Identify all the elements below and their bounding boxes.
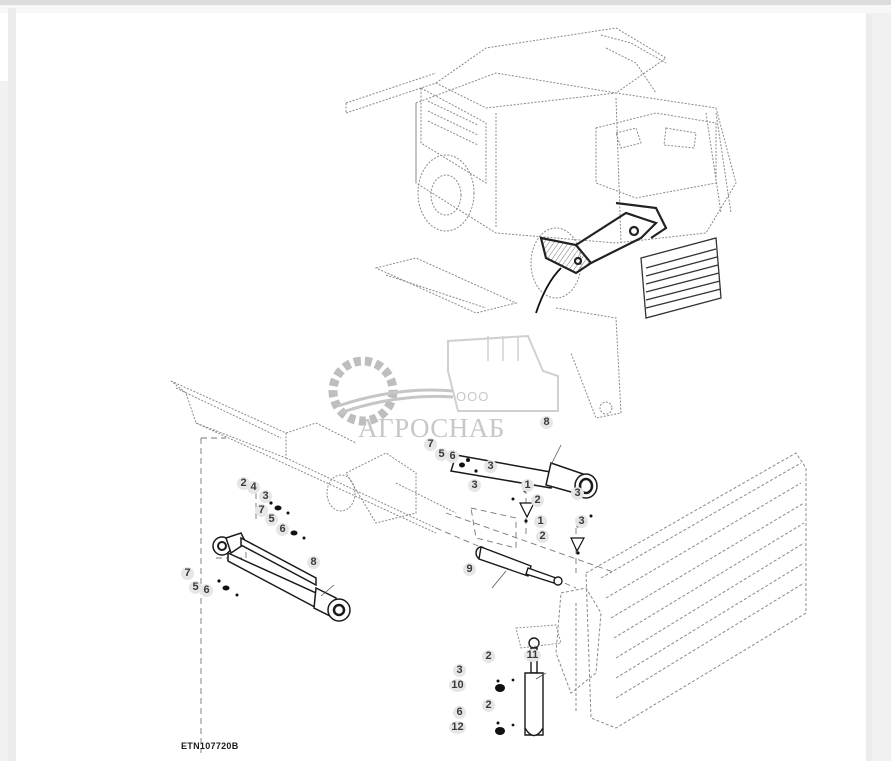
callout-7[interactable]: 7	[255, 504, 268, 517]
callout-7[interactable]: 7	[181, 567, 194, 580]
viewer-top-strip	[0, 5, 891, 13]
callout-7[interactable]: 7	[424, 438, 437, 451]
viewer-scrollbar[interactable]	[866, 14, 872, 761]
callout-2[interactable]: 2	[482, 699, 495, 712]
callout-6[interactable]: 6	[276, 523, 289, 536]
viewer-left-gutter	[8, 8, 16, 761]
callout-12[interactable]: 12	[449, 721, 466, 734]
feeder-house-frame	[170, 307, 622, 534]
callout-2[interactable]: 2	[531, 494, 544, 507]
callout-6[interactable]: 6	[446, 450, 459, 463]
callout-3[interactable]: 3	[259, 490, 272, 503]
combine-harvester-illustration	[345, 27, 737, 314]
callout-8[interactable]: 8	[307, 556, 320, 569]
callout-leaders	[320, 444, 562, 680]
callout-1[interactable]: 1	[534, 515, 547, 528]
callout-5[interactable]: 5	[265, 513, 278, 526]
fastener-hardware	[217, 458, 593, 735]
callout-8[interactable]: 8	[540, 416, 553, 429]
grease-fittings	[519, 502, 586, 553]
callout-6[interactable]: 6	[453, 706, 466, 719]
callout-3[interactable]: 3	[484, 460, 497, 473]
callout-3[interactable]: 3	[575, 515, 588, 528]
assembly-guide-lines	[200, 437, 617, 753]
callout-2[interactable]: 2	[536, 530, 549, 543]
callout-3[interactable]: 3	[571, 487, 584, 500]
callout-2[interactable]: 2	[482, 650, 495, 663]
callout-10[interactable]: 10	[449, 679, 466, 692]
callout-11[interactable]: 11	[524, 649, 541, 662]
callout-4[interactable]: 4	[247, 481, 260, 494]
callout-3[interactable]: 3	[453, 664, 466, 677]
hydraulic-cylinder-left	[212, 532, 351, 622]
exploded-parts-diagram	[170, 27, 807, 753]
callout-9[interactable]: 9	[463, 563, 476, 576]
callout-1[interactable]: 1	[521, 479, 534, 492]
callout-3[interactable]: 3	[468, 479, 481, 492]
callout-2[interactable]: 2	[237, 477, 250, 490]
figure-id: ETN107720B	[181, 741, 239, 751]
hydraulic-cylinder-9	[475, 546, 563, 586]
hydraulic-cylinder-11	[515, 624, 562, 737]
callout-5[interactable]: 5	[189, 581, 202, 594]
viewer-top-bar	[0, 0, 891, 5]
header-assembly	[555, 452, 807, 729]
callout-6[interactable]: 6	[200, 584, 213, 597]
detail-leader-line	[535, 267, 562, 314]
callout-5[interactable]: 5	[435, 448, 448, 461]
feeder-house-pivot	[539, 201, 668, 275]
feeder-house-grille	[640, 237, 722, 319]
viewer-side-tab[interactable]	[0, 13, 8, 81]
